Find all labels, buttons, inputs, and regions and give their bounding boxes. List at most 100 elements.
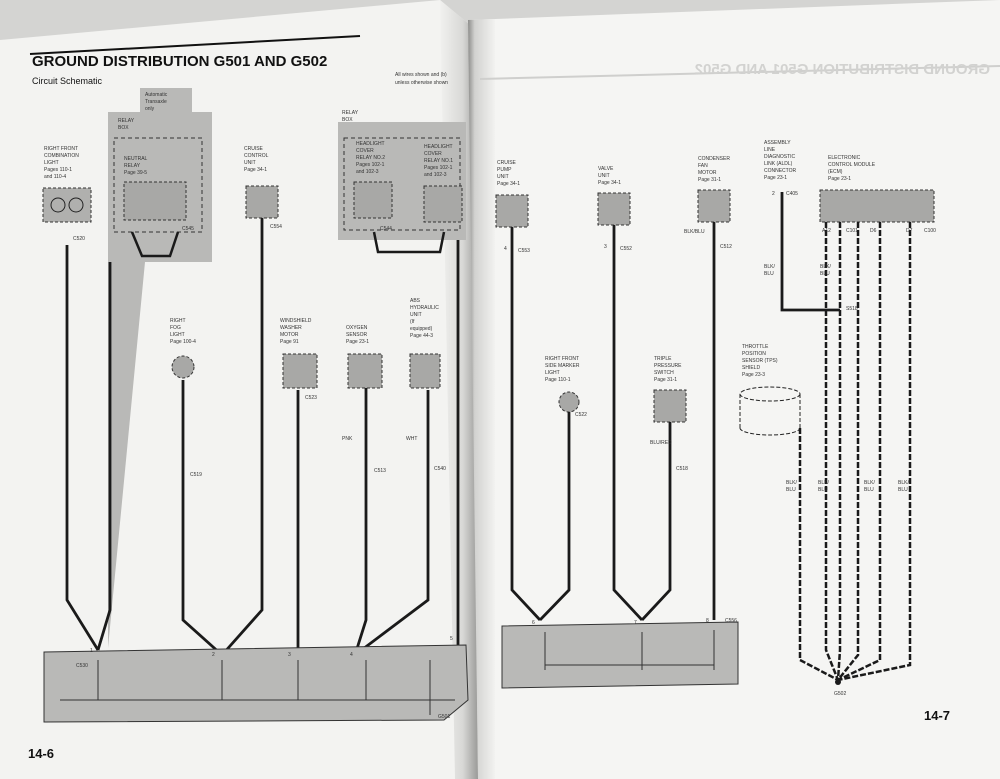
label-relay-box-2: RELAY BOX xyxy=(342,110,359,123)
label-aldl: ASSEMBLY LINE DIAGNOSTIC LINK (ALDL) CON… xyxy=(764,140,798,181)
right-gutter-shadow xyxy=(468,19,495,779)
label-automatic-transaxle: Automatic Transaxle only xyxy=(145,92,169,112)
ecm-box xyxy=(819,189,935,223)
wire-color-wht: WHT xyxy=(406,436,417,442)
wire xyxy=(510,227,542,621)
ground-g501: G501 xyxy=(438,714,450,720)
right-connector-labels: C553 C552 C512 C405 C101 C100 C522 C518 … xyxy=(504,191,936,697)
label-valve-unit: VALVE UNIT Page 34-1 xyxy=(598,166,621,186)
connector-c518: C518 xyxy=(676,466,688,472)
pin-1: 1 xyxy=(90,648,93,654)
bus-internal-lines xyxy=(60,660,455,715)
left-component-labels: RIGHT FRONT COMBINATION LIGHT Pages 110-… xyxy=(44,92,454,345)
pin-4-right: 4 xyxy=(504,246,507,252)
abs-unit-box xyxy=(409,353,441,389)
connector-c530: C530 xyxy=(76,663,88,669)
wire-color-blk-blu-6: BLK/BLU xyxy=(864,480,875,493)
wire xyxy=(181,380,223,657)
wire-color-blk-blu-4: BLK/BLU xyxy=(786,480,797,493)
pin-2: 2 xyxy=(212,652,215,658)
neutral-relay-box xyxy=(113,137,203,233)
wire-color-blk-blu: BLK/BLU xyxy=(684,229,705,235)
connector-c513: C513 xyxy=(374,468,386,474)
triple-pressure-box xyxy=(653,389,687,423)
valve-unit-box xyxy=(597,192,631,226)
headlight-relay-2-box xyxy=(353,181,393,219)
oxygen-sensor-box xyxy=(347,353,383,389)
label-ecm: ELECTRONIC CONTROL MODULE (ECM) Page 23-… xyxy=(828,155,876,182)
wire xyxy=(354,390,430,657)
note-line-1: All wires shown and (b) xyxy=(395,72,447,78)
connector-c553: C553 xyxy=(518,248,530,254)
wire xyxy=(612,225,644,621)
cruise-control-box xyxy=(245,185,279,219)
label-combination-light: RIGHT FRONT COMBINATION LIGHT Pages 110-… xyxy=(44,146,80,180)
connector-c405: C405 xyxy=(786,191,798,197)
label-relay-box-1: RELAY BOX xyxy=(118,118,135,131)
wire xyxy=(837,222,882,682)
wire-color-pnk: PNK xyxy=(342,436,353,442)
wire-color-blu-red: BLU/RED xyxy=(650,440,672,446)
mirror-title: GROUND DISTRIBUTION G501 AND G502 xyxy=(695,61,990,78)
label-oxygen-sensor: OXYGEN SENSOR Page 23-1 xyxy=(346,325,369,345)
pin-8: 8 xyxy=(706,618,709,624)
label-neutral-relay: NEUTRAL RELAY Page 39-5 xyxy=(124,156,149,176)
pin-d7: D7 xyxy=(906,228,913,234)
wire xyxy=(220,218,264,656)
pin-6: 6 xyxy=(532,620,535,626)
connector-c540: C540 xyxy=(434,466,446,472)
automatic-transaxle-shade xyxy=(140,88,192,112)
pin-d6: D6 xyxy=(870,228,877,234)
connector-c545: C545 xyxy=(182,226,194,232)
headlight-relay-frame xyxy=(343,137,461,231)
wire xyxy=(837,222,860,681)
ground-bus-g502 xyxy=(501,621,739,689)
wire xyxy=(65,245,100,651)
wire xyxy=(640,422,672,621)
connector-c556: C556 xyxy=(725,618,737,624)
right-component-labels: CRUISE PUMP UNIT Page 34-1 VALVE UNIT Pa… xyxy=(497,140,876,383)
connector-c512: C512 xyxy=(720,244,732,250)
label-headlight-relay-1: HEADLIGHT COVER RELAY NO.1 Pages 102-1 a… xyxy=(424,144,454,178)
neutral-relay-coil xyxy=(123,181,187,221)
connector-c522: C522 xyxy=(575,412,587,418)
right-ground-wires xyxy=(510,192,840,621)
connector-c100: C100 xyxy=(924,228,936,234)
connector-c519: C519 xyxy=(190,472,202,478)
relay-jumper-wire xyxy=(130,231,180,258)
connector-c544: C544 xyxy=(380,226,392,232)
tps-shield-base xyxy=(739,427,801,436)
pin-3: 3 xyxy=(288,652,291,658)
bulb-icon xyxy=(50,197,66,213)
wire xyxy=(836,222,842,681)
mirror-title-rule xyxy=(479,65,1000,80)
side-marker-bulb-icon xyxy=(558,391,580,413)
connector-c552: C552 xyxy=(620,246,632,252)
label-side-marker-light: RIGHT FRONT SIDE MARKER LIGHT Page 110-1 xyxy=(545,356,581,383)
page-title: GROUND DISTRIBUTION G501 AND G502 xyxy=(32,53,327,70)
wire xyxy=(353,388,368,656)
splice-s518: S518 xyxy=(846,306,858,312)
page-subtitle: Circuit Schematic xyxy=(32,76,103,86)
label-tps-shield: THROTTLE POSITION SENSOR (TPS) SHIELD Pa… xyxy=(742,344,779,378)
label-windshield-washer: WINDSHIELD WASHER MOTOR Page 91 xyxy=(280,318,313,345)
title-rule xyxy=(29,35,361,55)
washer-motor-box xyxy=(282,353,318,389)
left-page-number: 14-6 xyxy=(28,746,54,761)
connector-c554: C554 xyxy=(270,224,282,230)
note-line-2: unless otherwise shown xyxy=(395,80,448,86)
left-ground-wires xyxy=(65,218,460,657)
connector-c101: C101 xyxy=(846,228,858,234)
wire-color-blk-blu-2: BLK/BLU xyxy=(764,264,775,277)
wire-color-blk-blu-3: BLK/BLU xyxy=(820,264,831,277)
pin-2-right: 2 xyxy=(772,191,775,197)
label-cruise-pump-unit: CRUISE PUMP UNIT Page 34-1 xyxy=(497,160,520,187)
label-cruise-control-unit: CRUISE CONTROL UNIT Page 34-1 xyxy=(244,146,270,173)
wire-color-blk-blu-5: BLK/BLU xyxy=(818,480,829,493)
ground-g502-symbol xyxy=(835,679,841,685)
combination-light-box xyxy=(42,187,92,223)
ground-g502: G502 xyxy=(834,691,846,697)
label-headlight-relay-2: HEADLIGHT COVER RELAY NO.2 Pages 102-1 a… xyxy=(356,141,386,175)
